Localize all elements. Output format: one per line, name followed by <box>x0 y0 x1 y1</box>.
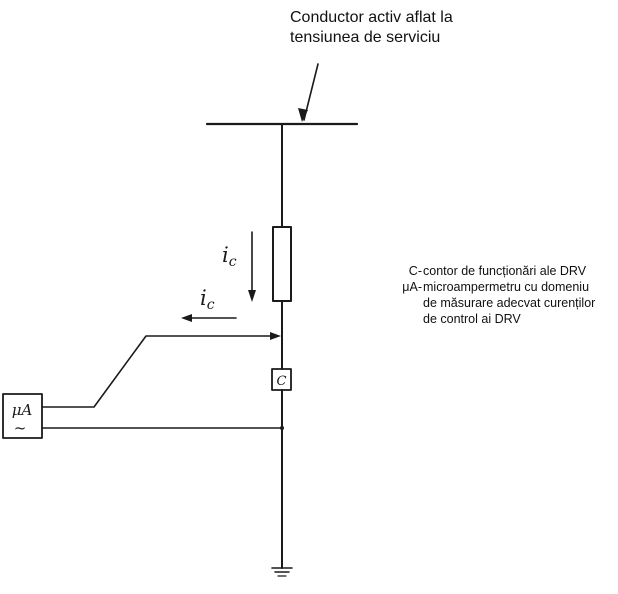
microammeter-label: μA <box>12 401 33 419</box>
junction-dot <box>280 426 284 430</box>
legend-text-meter-2: de măsurare adecvat curenților <box>423 296 596 310</box>
legend-key-counter: C- <box>408 264 422 278</box>
legend-text-meter-1: microampermetru cu domeniu <box>423 280 590 294</box>
current-down-arrowhead <box>248 290 256 302</box>
current-down-label: ic <box>222 243 237 270</box>
current-left-arrowhead <box>181 314 192 322</box>
meter-lead-arrowhead <box>270 332 281 340</box>
legend-row-meter: μA- microampermetru cu domeniu <box>395 279 595 295</box>
surge-arrester <box>272 226 292 302</box>
conductor-caption: Conductor activ aflat la tensiunea de se… <box>290 8 453 48</box>
legend: C- contor de funcționări ale DRV μA- mic… <box>395 263 595 327</box>
counter-label: C <box>277 374 287 389</box>
conductor-caption-line-1: Conductor activ aflat la <box>290 9 453 26</box>
microammeter-ac-symbol: ~ <box>14 419 27 437</box>
legend-row-counter: C- contor de funcționări ale DRV <box>395 263 595 279</box>
legend-text-counter: contor de funcționări ale DRV <box>423 264 587 278</box>
microammeter-box <box>2 393 43 439</box>
legend-key-meter: μA- <box>402 280 422 294</box>
meter-lead-upper <box>41 335 279 408</box>
conductor-caption-line-2: tensiunea de serviciu <box>290 29 441 46</box>
legend-text-meter-3: de control ai DRV <box>423 312 521 326</box>
current-left-label: ic <box>200 286 215 313</box>
caption-pointer-arrowhead <box>298 108 308 122</box>
